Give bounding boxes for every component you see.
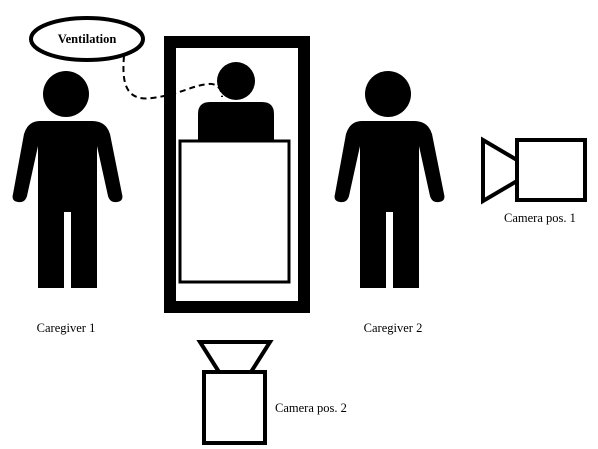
camera-2-lens <box>200 342 270 372</box>
camera-2-body <box>204 372 265 443</box>
caregiver-1-label: Caregiver 1 <box>37 321 96 335</box>
camera-1-icon <box>483 140 585 201</box>
patient-body-icon <box>198 102 274 140</box>
camera-1-body <box>517 140 585 200</box>
patient-head-icon <box>217 62 255 100</box>
camera-2-icon <box>200 342 270 443</box>
incubator-frame <box>170 42 304 307</box>
camera-1-lens <box>483 140 517 201</box>
caregiver-2-label: Caregiver 2 <box>364 321 423 335</box>
camera-pos-2-label: Camera pos. 2 <box>275 401 347 415</box>
ventilation-bubble: Ventilation <box>31 18 143 60</box>
patient-bed <box>180 141 289 282</box>
caregiver-2-icon <box>335 71 445 288</box>
caregiver-1-icon <box>13 71 123 288</box>
ventilation-label: Ventilation <box>58 32 117 46</box>
camera-pos-1-label: Camera pos. 1 <box>504 211 576 225</box>
